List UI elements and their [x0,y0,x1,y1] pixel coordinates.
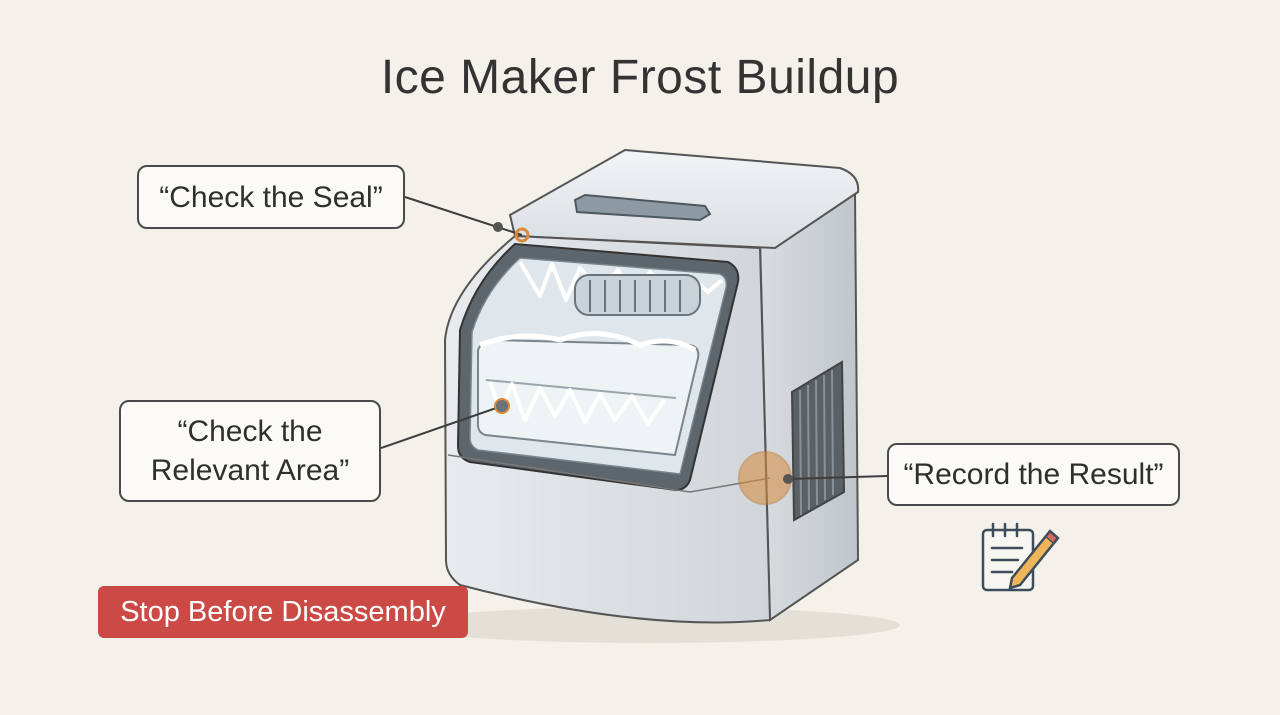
top-lid [508,148,860,250]
leader-area [380,405,503,449]
area-marker-dot [494,398,510,414]
vent-grille-icon [790,360,846,522]
leader-seal [404,196,523,236]
result-marker-dot [783,474,793,484]
warning-banner: Stop Before Disassembly [98,586,468,638]
notepad-pencil-icon [981,522,1060,592]
seal-marker-dot [493,222,503,232]
ice-roller [574,274,701,316]
leader-result [787,475,888,480]
lid-window [573,193,712,222]
callout-check-area: “Check the Relevant Area” [119,400,381,502]
callout-record-result: “Record the Result” [887,443,1180,506]
callout-check-seal: “Check the Seal” [137,165,405,229]
page-title: Ice Maker Frost Buildup [380,51,900,104]
seal-marker-ring [514,227,530,243]
